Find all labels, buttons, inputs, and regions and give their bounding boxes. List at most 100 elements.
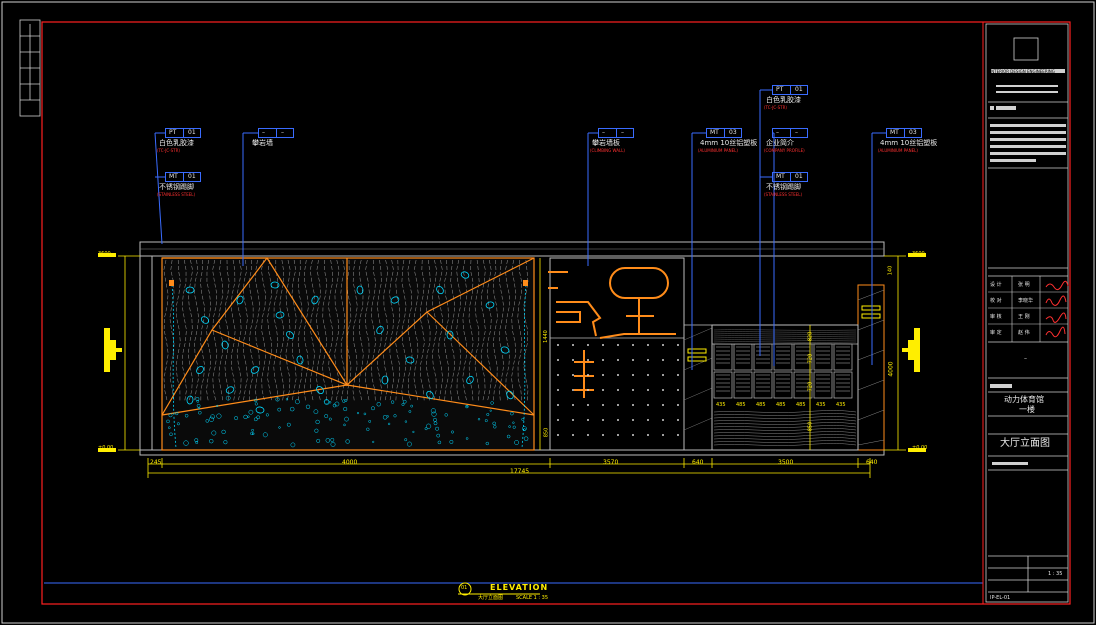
- tag-code-type: MT: [710, 129, 719, 136]
- floor-band: [139, 449, 885, 456]
- climbing-holds: [185, 271, 514, 414]
- elevation-scale: SCALE 1 : 35: [516, 595, 549, 601]
- tag-code-box: ––: [772, 128, 808, 138]
- tag-code-box: ––: [598, 128, 634, 138]
- sign-role: 设 计: [990, 282, 1002, 288]
- dim-top-small: 140: [887, 265, 894, 276]
- tag-code-number: 01: [795, 86, 803, 93]
- cabinet-width-dim: 485: [776, 402, 786, 408]
- tag-label: 攀岩墙: [252, 139, 273, 147]
- dim-seg-5: 3500: [778, 459, 794, 466]
- tag-code-number: 01: [795, 173, 803, 180]
- right-column-hatch: [857, 289, 885, 446]
- tag-label: 不锈钢踢脚: [159, 183, 194, 191]
- tag-code-box: MT 01: [772, 172, 808, 182]
- sign-grid: [988, 276, 1068, 342]
- cyan-rope-lines: [171, 284, 527, 449]
- tag-code-type: MT: [890, 129, 899, 136]
- sheet-scale: 1 : 35: [1048, 571, 1063, 577]
- tag-code-number: 03: [909, 129, 917, 136]
- dim-seg-6: 640: [866, 459, 878, 466]
- floor-name: 一楼: [1019, 405, 1035, 414]
- cabinet-width-dim: 485: [756, 402, 766, 408]
- tag-code-number: 01: [188, 173, 196, 180]
- dimension-lines: [118, 255, 906, 478]
- left-column: [139, 255, 153, 451]
- middle-dot-grid: [557, 344, 679, 436]
- tag-code-type: –: [262, 129, 265, 136]
- tag-code-type: MT: [776, 173, 785, 180]
- tag-code-type: PT: [776, 86, 784, 93]
- tag-code-box: MT 01: [165, 172, 201, 182]
- tag-label: 白色乳胶漆: [159, 139, 194, 147]
- project-name: 动力体育馆: [1004, 395, 1044, 404]
- cabinet-height-dim: 720: [807, 381, 814, 392]
- tag-code-box: ––: [258, 128, 294, 138]
- locker-cabinets: [712, 343, 858, 399]
- elevation-sub: 大厅立面图: [478, 595, 504, 601]
- tag-code-type: –: [776, 129, 779, 136]
- middle-panel: [549, 257, 685, 451]
- climbing-wall: [161, 257, 535, 451]
- partition-strip: [683, 324, 713, 451]
- sign-role: 校 对: [990, 298, 1002, 304]
- drawing-title: 大厅立面图: [1000, 438, 1050, 449]
- dim-vertical-mid-2: 850: [543, 427, 550, 438]
- left-level-top: 3600: [98, 251, 111, 257]
- sign-name: 王 刚: [1018, 314, 1030, 320]
- floor-mat-pattern: [166, 395, 529, 448]
- cabinet-width-dim: 485: [736, 402, 746, 408]
- cabinet-height-dim: 820: [807, 331, 814, 342]
- dim-seg-1: 245: [150, 459, 162, 466]
- dim-seg-2: 4000: [342, 459, 358, 466]
- dim-seg-4: 640: [692, 459, 704, 466]
- tag-code-number: –: [795, 129, 798, 136]
- left-stamp: [19, 19, 41, 117]
- tag-label: 白色乳胶漆: [766, 96, 801, 104]
- tag-sublabel: (TC-JC-STR): [157, 148, 180, 153]
- tag-code-type: –: [602, 129, 605, 136]
- right-level-top: 3600: [912, 251, 925, 257]
- dim-vertical-right: 4000: [887, 361, 895, 377]
- sign-name: 张 明: [1018, 282, 1030, 288]
- tag-label: 4mm 10丝铝塑板: [880, 139, 938, 147]
- dim-total: 17745: [510, 468, 530, 475]
- elevation-label: ELEVATION: [490, 583, 549, 592]
- right-level-marker: [902, 253, 926, 452]
- sign-name: 赵 伟: [1018, 330, 1030, 336]
- tag-code-number: –: [281, 129, 284, 136]
- tag-code-number: –: [621, 129, 624, 136]
- tag-sublabel: (ALUMINIUM PANEL): [698, 148, 738, 153]
- sign-name: 李晓华: [1018, 298, 1034, 304]
- tag-sublabel: (CLIMBING WALL): [590, 148, 625, 153]
- signatures: [1045, 280, 1069, 338]
- sheet-code: IP-EL-01: [990, 595, 1011, 601]
- dim-seg-3: 3570: [603, 459, 619, 466]
- tag-code-box: PT 01: [772, 85, 808, 95]
- tag-sublabel: (ALUMINIUM PANEL): [878, 148, 918, 153]
- tag-sublabel: (TC-JC-STR): [764, 105, 787, 110]
- tag-sublabel: (COMPANY PROFILE): [764, 148, 805, 153]
- title-block-lines: [988, 37, 1068, 593]
- climbing-wall-facets: [161, 257, 535, 416]
- tag-label: 4mm 10丝铝塑板: [700, 139, 758, 147]
- tag-code-number: 03: [729, 129, 737, 136]
- tag-label: 攀岩墙板: [592, 139, 620, 147]
- right-level-bottom: ±0.00: [912, 445, 928, 451]
- dim-vertical-mid-1: 1440: [542, 330, 549, 343]
- cabinet-area: [711, 324, 859, 451]
- tag-code-box: MT 03: [706, 128, 742, 138]
- cabinet-width-dim: 485: [796, 402, 806, 408]
- cabinet-width-dim: 435: [836, 402, 846, 408]
- tag-code-type: MT: [169, 173, 178, 180]
- cabinet-height-dim: 850: [807, 421, 814, 432]
- title-hatched-text: [990, 69, 1066, 465]
- revision-dash: –: [1024, 355, 1027, 362]
- elevation-symbol: [458, 582, 540, 596]
- title-inner: [985, 23, 1069, 603]
- tag-sublabel: (STAINLESS STEEL): [157, 192, 196, 197]
- red-border: [41, 21, 1071, 605]
